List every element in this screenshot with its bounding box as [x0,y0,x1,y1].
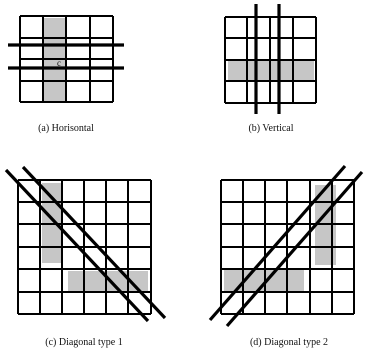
panel-horizontal: c (a) Horisontal [8,15,124,134]
diagonal-cut-line-upper [208,164,347,322]
diagonal-cut-line-lower [225,170,364,328]
grid-diagonal-2 [220,179,355,315]
caption-diagonal-2: (d) Diagonal type 2 [250,337,328,348]
grid-vertical [224,16,317,104]
caption-horizontal: (a) Horisontal [38,123,94,134]
panel-vertical: (b) Vertical [224,4,317,134]
grid-diagonal-1 [17,179,152,315]
caption-diagonal-1: (c) Diagonal type 1 [45,337,122,348]
diagonal-cut-line-lower [21,165,167,320]
caption-vertical: (b) Vertical [248,123,293,134]
panel-diagonal-2: (d) Diagonal type 2 [208,164,364,348]
panel-diagonal-1: (c) Diagonal type 1 [4,165,167,348]
center-cell-label: c [57,58,61,68]
grid-horizontal [19,15,114,103]
diagonal-cut-line-upper [4,168,150,323]
